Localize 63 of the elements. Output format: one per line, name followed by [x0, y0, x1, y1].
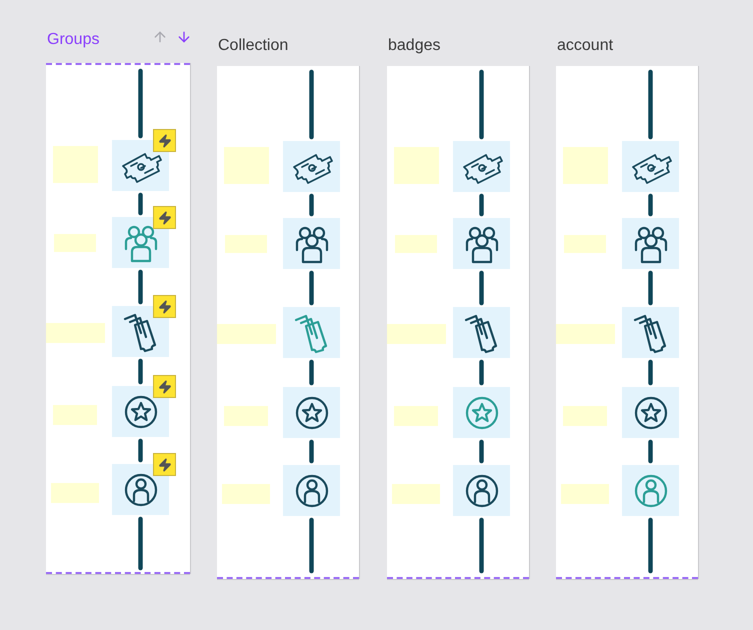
- icon-tile: [622, 307, 679, 358]
- connector-line: [479, 270, 484, 306]
- placeholder-box: [53, 146, 98, 183]
- frame-title: Groups: [47, 30, 100, 50]
- placeholder-box: [394, 406, 438, 426]
- icon-tile: [622, 141, 679, 192]
- placeholder-box: [217, 324, 276, 344]
- placeholder-box: [387, 324, 446, 344]
- connector-line: [309, 440, 314, 464]
- icon-tile: [622, 465, 679, 516]
- connector-line: [648, 70, 653, 140]
- placeholder-box: [394, 147, 439, 184]
- connector-line: [138, 68, 143, 138]
- connector-line: [309, 70, 314, 140]
- placeholder-box: [53, 405, 97, 425]
- icon-tile: [283, 465, 340, 516]
- connector-line: [479, 518, 484, 574]
- frame-title: badges: [388, 36, 440, 56]
- connector-line: [138, 270, 143, 304]
- icon-tile: [283, 218, 340, 269]
- connector-line: [309, 360, 314, 386]
- connector-line: [648, 270, 653, 306]
- icon-tile: [453, 465, 510, 516]
- icon-tile: [453, 141, 510, 192]
- placeholder-box: [224, 147, 269, 184]
- placeholder-box: [225, 235, 267, 253]
- icon-tile: [283, 141, 340, 192]
- icon-tile: [453, 387, 510, 438]
- connector-line: [648, 194, 653, 216]
- placeholder-box: [54, 234, 96, 252]
- icon-tile: [453, 307, 510, 358]
- frame-title: account: [557, 36, 614, 56]
- connector-line: [138, 192, 143, 216]
- placeholder-box: [222, 484, 270, 504]
- placeholder-box: [395, 235, 437, 253]
- connector-line: [479, 440, 484, 464]
- connector-line: [479, 360, 484, 386]
- icon-tile: [283, 307, 340, 358]
- placeholder-box: [392, 484, 440, 504]
- connector-line: [138, 438, 143, 462]
- icon-tile: [283, 387, 340, 438]
- frame-title: Collection: [218, 36, 288, 56]
- connector-line: [648, 518, 653, 574]
- connector-line: [309, 518, 314, 574]
- placeholder-box: [563, 147, 608, 184]
- connector-line: [309, 270, 314, 306]
- placeholder-box: [561, 484, 609, 504]
- icon-tile: [622, 218, 679, 269]
- connector-line: [138, 358, 143, 384]
- connector-line: [648, 440, 653, 464]
- placeholder-box: [51, 483, 99, 503]
- icon-tile: [622, 387, 679, 438]
- placeholder-box: [224, 406, 268, 426]
- connector-line: [479, 194, 484, 216]
- connector-line: [648, 360, 653, 386]
- connector-line: [309, 194, 314, 216]
- placeholder-box: [556, 324, 615, 344]
- connector-line: [138, 516, 143, 570]
- placeholder-box: [564, 235, 606, 253]
- placeholder-box: [563, 406, 607, 426]
- connector-line: [479, 70, 484, 140]
- icon-tile: [453, 218, 510, 269]
- placeholder-box: [46, 323, 105, 343]
